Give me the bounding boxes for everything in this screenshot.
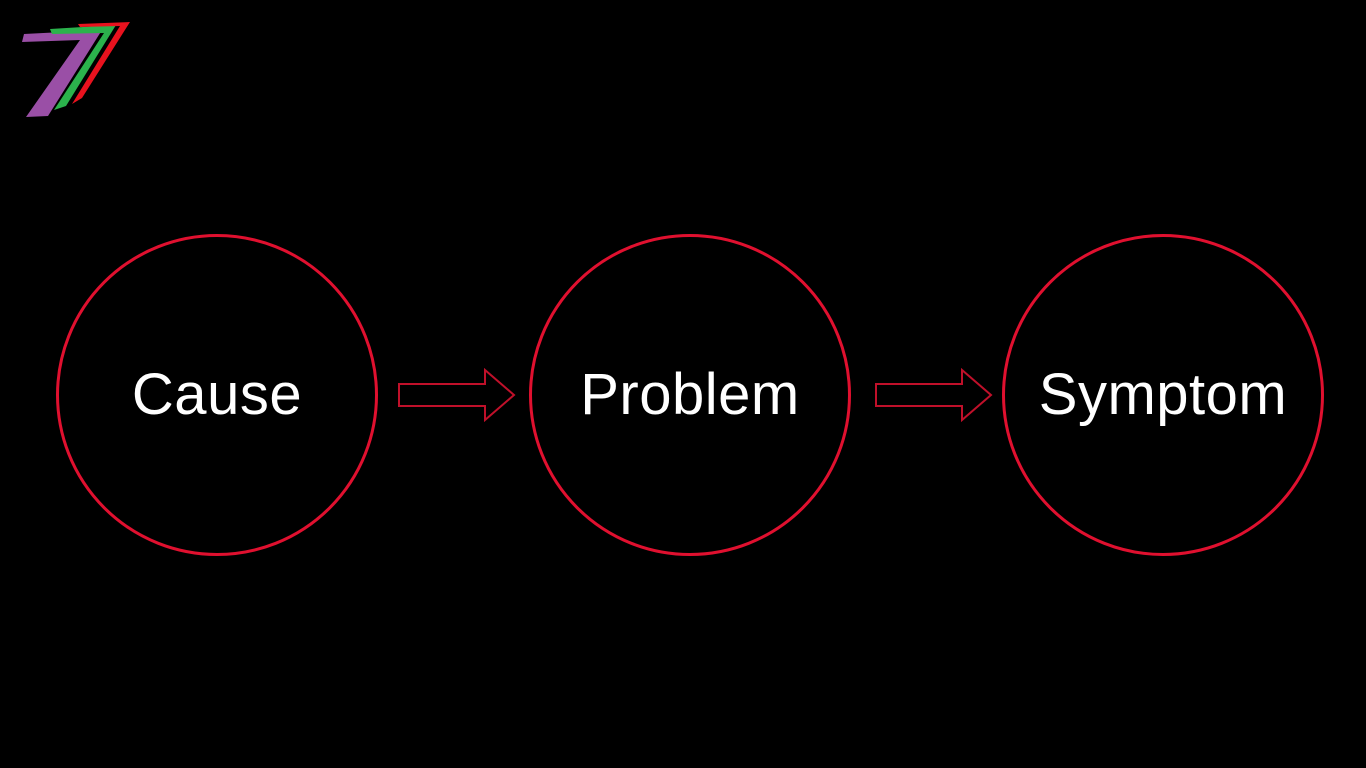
problem-node: Problem — [529, 234, 851, 556]
hollow-right-arrow-icon — [875, 368, 993, 422]
hollow-right-arrow-icon — [398, 368, 516, 422]
cause-label: Cause — [131, 362, 303, 427]
problem-label: Problem — [580, 362, 800, 427]
seven-logo-icon — [22, 22, 130, 117]
logo-purple-stripe — [22, 30, 102, 117]
logo-green-stripe — [50, 25, 116, 110]
symptom-label: Symptom — [1038, 362, 1288, 427]
symptom-node: Symptom — [1002, 234, 1324, 556]
logo-red-stripe — [72, 22, 130, 104]
cause-node: Cause — [56, 234, 378, 556]
